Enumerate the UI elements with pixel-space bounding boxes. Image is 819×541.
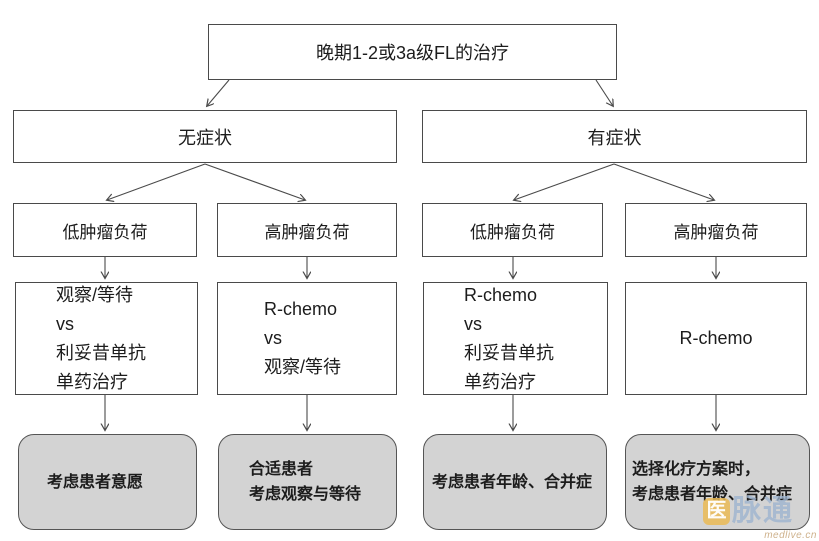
treatment-line: R-chemo [464, 284, 538, 305]
node-label: 低肿瘤负荷 [470, 222, 555, 242]
consideration-line: 考虑患者意愿 [47, 473, 144, 491]
node-asymptomatic-label: 无症状 [178, 127, 232, 148]
node-consider-watch-wait: 合适患者 考虑观察与等待 [218, 434, 397, 530]
node-asymptomatic: 无症状 [13, 110, 397, 163]
consideration-line: 考虑患者年龄、合并症 [432, 473, 593, 491]
node-symptomatic-label: 有症状 [587, 127, 642, 148]
node-root-label: 晚期1-2或3a级FL的治疗 [315, 43, 510, 63]
treatment-line: 单药治疗 [56, 371, 128, 392]
treatment-line: vs [264, 328, 282, 348]
treatment-line: 利妥昔单抗 [464, 342, 554, 363]
treatment-line: vs [56, 313, 74, 334]
treatment-line: R-chemo [264, 299, 338, 319]
node-high-burden-asymptomatic: 高肿瘤负荷 [217, 203, 397, 257]
node-consider-regimen-age-comorbidity: 选择化疗方案时， 考虑患者年龄、合并症 [625, 434, 810, 530]
node-low-burden-asymptomatic: 低肿瘤负荷 [13, 203, 197, 257]
consideration-line: 合适患者 [249, 461, 314, 478]
treatment-line: 单药治疗 [464, 371, 536, 392]
node-root: 晚期1-2或3a级FL的治疗 [208, 24, 617, 80]
consideration-line: 选择化疗方案时， [632, 461, 761, 478]
node-consider-age-comorbidity: 考虑患者年龄、合并症 [423, 434, 607, 530]
node-label: 高肿瘤负荷 [673, 222, 759, 242]
treatment-line: 利妥昔单抗 [56, 342, 146, 363]
node-treatment-rchemo: R-chemo [625, 282, 807, 395]
consideration-line: 考虑患者年龄、合并症 [632, 486, 793, 503]
node-treatment-rchemo-vs-watch: R-chemo vs 观察/等待 [217, 282, 397, 395]
node-consider-patient-wishes: 考虑患者意愿 [18, 434, 197, 530]
medlive-url-text: medlive.cn [764, 530, 817, 541]
node-treatment-watch-vs-rituximab: 观察/等待 vs 利妥昔单抗 单药治疗 [15, 282, 198, 395]
treatment-line: 观察/等待 [56, 284, 134, 305]
node-low-burden-symptomatic: 低肿瘤负荷 [422, 203, 603, 257]
node-high-burden-symptomatic: 高肿瘤负荷 [625, 203, 807, 257]
node-label: 高肿瘤负荷 [264, 222, 350, 242]
treatment-line: vs [464, 313, 482, 334]
node-treatment-rchemo-vs-rituximab: R-chemo vs 利妥昔单抗 单药治疗 [423, 282, 608, 395]
consideration-line: 考虑观察与等待 [249, 486, 362, 503]
node-symptomatic: 有症状 [422, 110, 807, 163]
treatment-line: R-chemo [679, 328, 753, 348]
treatment-line: 观察/等待 [264, 357, 342, 377]
node-label: 低肿瘤负荷 [62, 222, 148, 242]
